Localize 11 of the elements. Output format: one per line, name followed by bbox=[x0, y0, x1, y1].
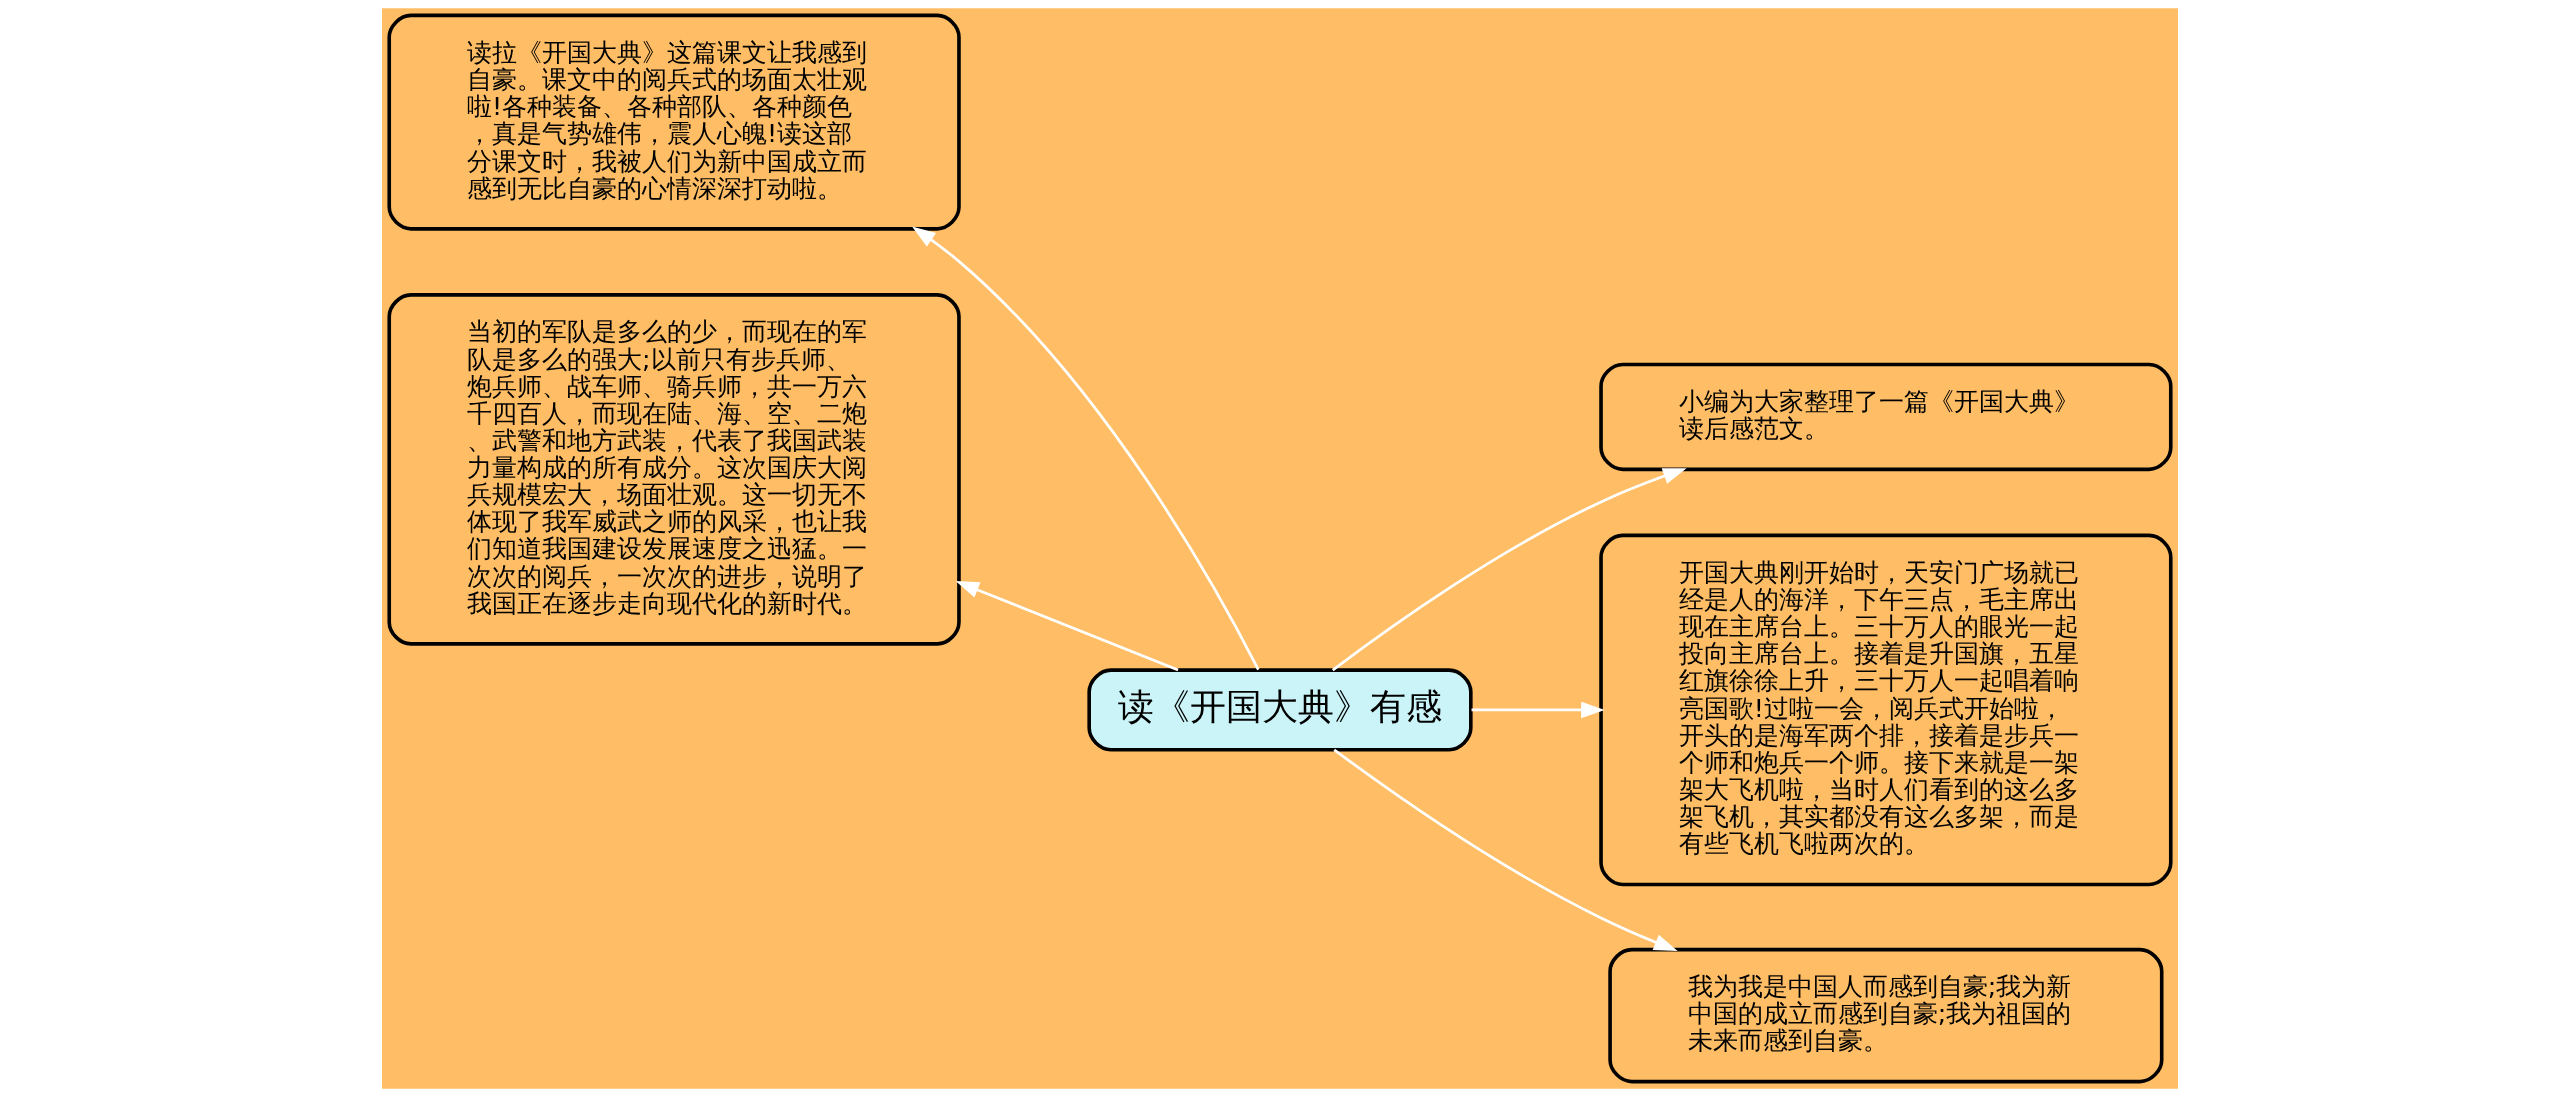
node-box: 我为我是中国人而感到自豪;我为新中国的成立而感到自豪;我为祖国的未来而感到自豪。 bbox=[1608, 947, 2164, 1084]
arrow bbox=[1471, 701, 1605, 719]
arrow bbox=[912, 226, 1260, 671]
arrow bbox=[955, 581, 1179, 672]
node-box: 开国大典刚开始时，天安门广场就已经是人的海洋，下午三点，毛主席出现在主席台上。三十万人的眼光一起投向主席台上。接着是升国旗，五星红旗徐徐上升，三十万人一起唱着响亮国歌!过啦一会，阅兵式开始啦，开头的是海军两个排，接着是步兵一个师和炮兵一个师。接下来就是一架架大飞机啦，当时人们看到的这么多架飞机，其实都没有这么多架，而是有些飞机飞啦两次的。 bbox=[1599, 533, 2173, 887]
node-box: 当初的军队是多么的少，而现在的军队是多么的强大;以前只有步兵师、炮兵师、战车师、骑兵师，共一万六千四百人，而现在陆、海、空、二炮、武警和地方武装，代表了我国武装力量构成的所有成分。这次国庆大阅兵规模宏大，场面壮观。这一切无不体现了我军威武之师的风采，也让我们知道我国建设发展速度之迅猛。一次次的阅兵，一次次的进步，说明了我国正在逐步走向现代化的新时代。 bbox=[387, 293, 961, 646]
arrow bbox=[1331, 468, 1687, 672]
arrow bbox=[1333, 748, 1678, 952]
node-box: 小编为大家整理了一篇《开国大典》读后感范文。 bbox=[1599, 362, 2173, 472]
node-box: 读拉《开国大典》这篇课文让我感到自豪。课文中的阅兵式的场面太壮观啦!各种装备、各种部队、各种颜色，真是气势雄伟，震人心魄!读这部分课文时，我被人们为新中国成立而感到无比自豪的心情深深打动啦。 bbox=[387, 13, 961, 231]
node-box: 读《开国大典》有感 bbox=[1087, 668, 1473, 752]
